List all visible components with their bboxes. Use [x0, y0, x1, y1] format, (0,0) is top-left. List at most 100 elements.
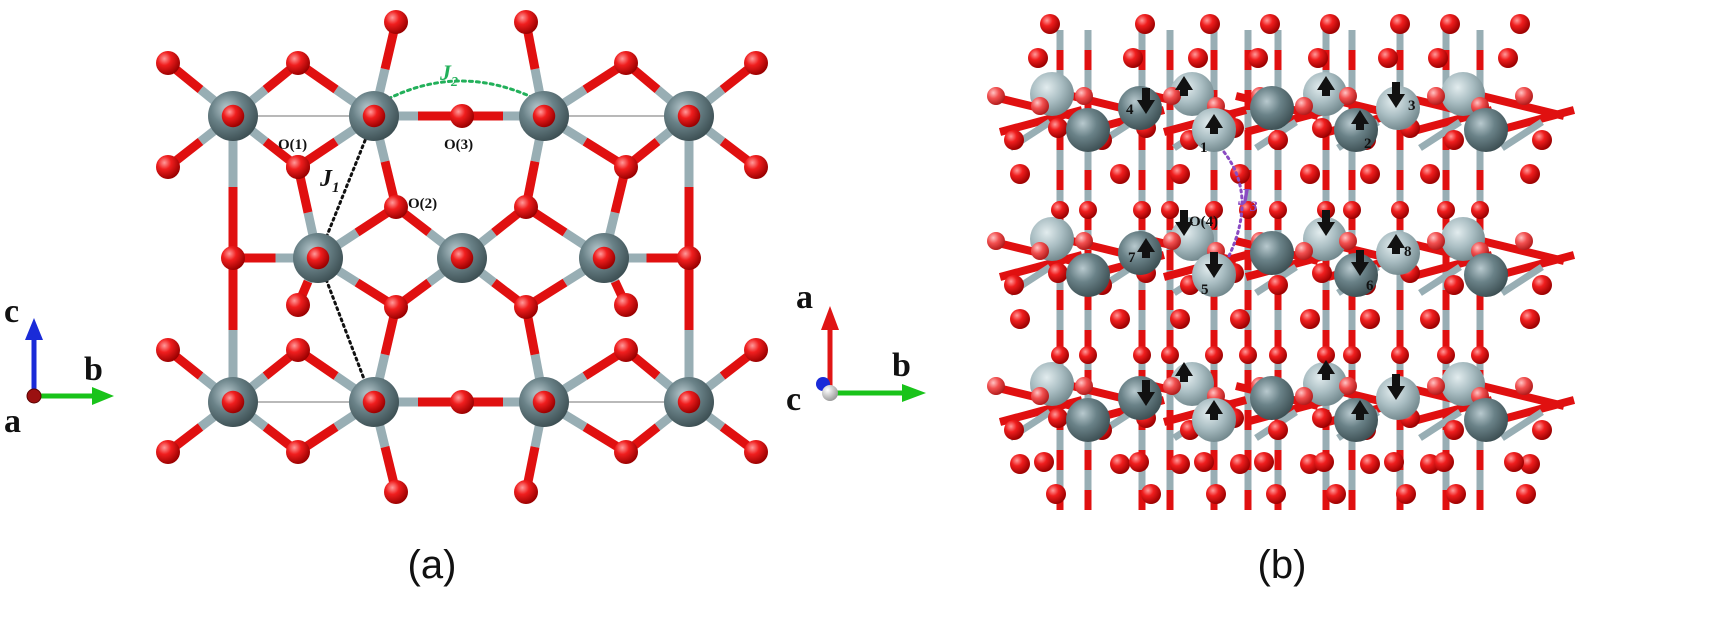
spin-arrow-shaft	[1180, 368, 1188, 382]
spin-arrow-shaft	[1210, 120, 1218, 134]
plane-bond	[998, 251, 1084, 281]
plane-bond	[1418, 409, 1462, 441]
oxygen-atom	[1360, 309, 1380, 329]
axis-c-label: c	[4, 293, 19, 330]
plane-bond	[1418, 264, 1462, 296]
axis-b-arrowhead	[92, 387, 114, 405]
oxygen-atom	[744, 440, 768, 464]
metal-atom	[1118, 231, 1162, 275]
metal-core-oxygen	[532, 390, 556, 414]
oxygen-atom	[1420, 309, 1440, 329]
oxygen-atom	[614, 155, 638, 179]
plane-bond	[1500, 409, 1544, 441]
axis-origin	[822, 385, 838, 401]
oxygen-atom	[1314, 452, 1334, 472]
oxygen-atom	[1205, 201, 1223, 219]
axis-b-arrowhead-3d	[902, 384, 926, 402]
site-number-2: 2	[1364, 136, 1372, 152]
oxygen-atom	[1391, 201, 1409, 219]
panel-b-labels: O(4) J3 1 2 3 4 5 6 7 8	[1126, 98, 1416, 298]
oxygen-atom	[1123, 48, 1143, 68]
oxygen-atom	[384, 295, 408, 319]
spin-arrow-shaft	[1356, 116, 1364, 130]
plane-bond	[998, 396, 1084, 426]
metal-atom	[1303, 362, 1347, 406]
oxygen-atom	[1471, 201, 1489, 219]
metal-atom	[1118, 86, 1162, 130]
oxygen-atom	[1230, 454, 1250, 474]
label-j1: J1	[319, 166, 340, 196]
metal-atom	[1250, 86, 1294, 130]
oxygen-atom	[1520, 164, 1540, 184]
oxygen-atom	[1206, 484, 1226, 504]
label-o4: O(4)	[1189, 214, 1218, 230]
j2-coupling-path	[380, 79, 544, 104]
oxygen-atom	[1254, 452, 1274, 472]
oxygen-atom	[614, 293, 638, 317]
oxygen-atom	[1320, 14, 1340, 34]
oxygen-atom	[1437, 346, 1455, 364]
oxygen-atom	[744, 155, 768, 179]
oxygen-atom	[744, 51, 768, 75]
metal-atom	[1376, 86, 1420, 130]
oxygen-atom	[1504, 452, 1524, 472]
oxygen-atom	[1004, 420, 1024, 440]
oxygen-atom	[1010, 454, 1030, 474]
panel-a-atoms	[156, 10, 768, 504]
spin-arrow-shaft	[1322, 366, 1330, 380]
oxygen-atom	[1170, 164, 1190, 184]
caption-b: (b)	[1258, 543, 1307, 587]
oxygen-atom	[1239, 346, 1257, 364]
oxygen-atom	[1133, 201, 1151, 219]
metal-core-oxygen	[221, 390, 245, 414]
oxygen-atom	[1268, 130, 1288, 150]
oxygen-atom	[450, 104, 474, 128]
oxygen-atom	[1520, 454, 1540, 474]
oxygen-atom	[156, 440, 180, 464]
oxygen-atom	[987, 232, 1005, 250]
oxygen-atom	[1498, 48, 1518, 68]
oxygen-atom	[1360, 164, 1380, 184]
oxygen-atom	[1360, 454, 1380, 474]
oxygen-atom	[1532, 275, 1552, 295]
spin-down-arrowhead	[1351, 262, 1369, 276]
oxygen-atom	[450, 390, 474, 414]
site-number-8: 8	[1404, 244, 1412, 260]
panel-b-axis-triad: a b c	[786, 279, 926, 418]
oxygen-atom	[1295, 97, 1313, 115]
oxygen-atom	[1079, 346, 1097, 364]
oxygen-atom	[1295, 242, 1313, 260]
oxygen-atom	[156, 51, 180, 75]
label-o1: O(1)	[278, 137, 307, 153]
panel-a-labels: O(1) O(2) O(3) J1 J2	[278, 60, 473, 212]
oxygen-atom	[1110, 164, 1130, 184]
oxygen-atom	[286, 51, 310, 75]
oxygen-atom	[1515, 377, 1533, 395]
oxygen-atom	[614, 338, 638, 362]
oxygen-atom	[1437, 201, 1455, 219]
oxygen-atom	[1170, 309, 1190, 329]
label-j2: J2	[439, 60, 458, 90]
oxygen-atom	[156, 155, 180, 179]
metal-atom	[1250, 231, 1294, 275]
oxygen-atom	[677, 246, 701, 270]
spin-down-arrowhead	[1137, 100, 1155, 114]
axis-b-label-3d: b	[892, 347, 911, 384]
metal-atom	[1066, 108, 1110, 152]
oxygen-atom	[1161, 346, 1179, 364]
oxygen-atom	[1471, 346, 1489, 364]
spin-arrow-shaft	[1210, 406, 1218, 420]
oxygen-atom	[1188, 48, 1208, 68]
spin-arrow-shaft	[1180, 82, 1188, 96]
oxygen-atom	[1295, 387, 1313, 405]
oxygen-atom	[1129, 452, 1149, 472]
caption-a: (a)	[408, 543, 457, 587]
oxygen-atom	[1230, 309, 1250, 329]
oxygen-atom	[1326, 484, 1346, 504]
metal-atom	[1066, 398, 1110, 442]
spin-arrow-shaft	[1210, 252, 1218, 266]
oxygen-atom	[1194, 452, 1214, 472]
metal-core-oxygen	[450, 246, 474, 270]
label-j3: J3	[1237, 185, 1258, 215]
